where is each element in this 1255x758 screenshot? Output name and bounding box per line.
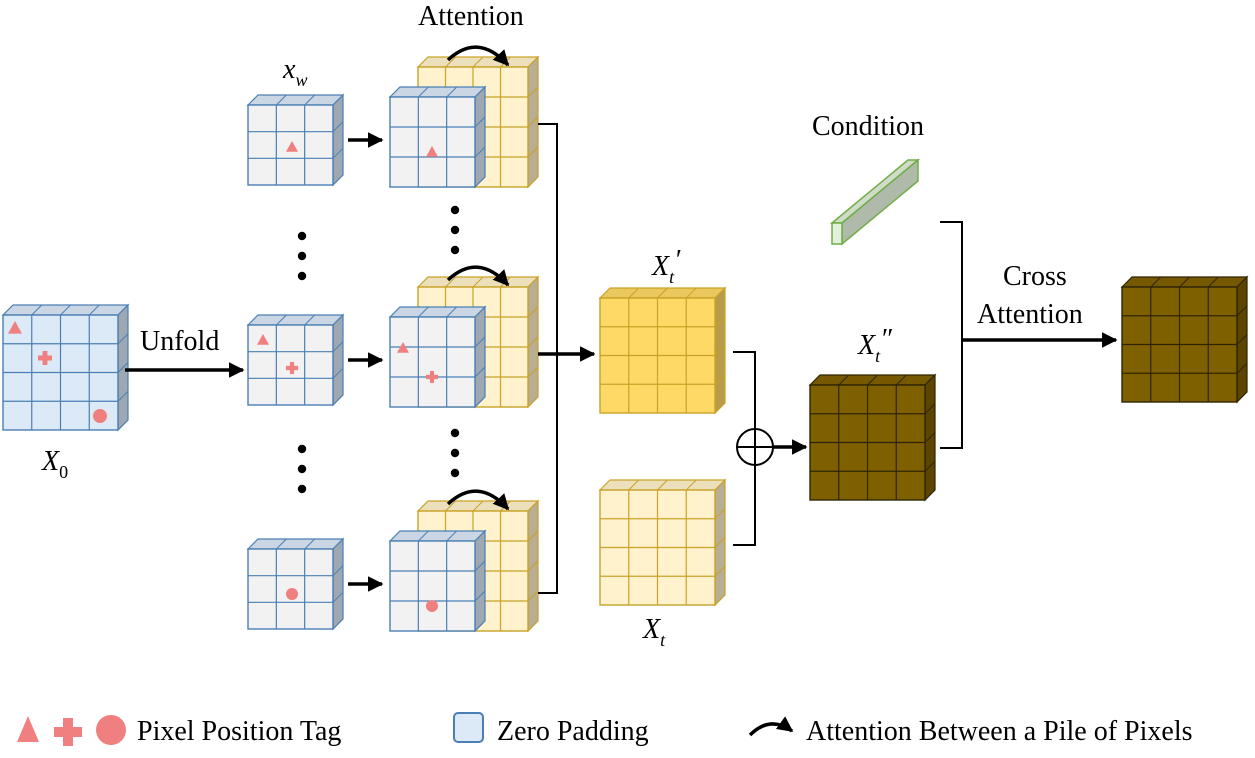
cross-tag-icon [54,718,82,746]
xt-prime-label: Xt′ [651,245,681,287]
pile-front-3-top [388,530,487,542]
merge-bracket [538,123,558,594]
xt-label: Xt [642,614,666,650]
pile-front-2-top [388,306,487,318]
diagram-shapes [1,45,1249,633]
cross-tag-icon [38,351,52,365]
triangle-tag-icon [8,321,22,334]
zero-padding-swatch-icon [453,712,484,743]
attention-arrow-1 [446,45,510,67]
legend-att-label: Attention Between a Pile of Pixels [806,716,1193,747]
legend-tag-label: Pixel Position Tag [137,716,341,747]
window-grid-3-top [246,538,345,550]
cross-bracket [940,221,963,449]
dots-left-2-dot [297,464,307,474]
dots-left-1-dot [297,271,307,281]
circle-tag-icon [286,588,298,600]
cross-attention-line2: Attention [977,299,1083,330]
window-grid-2-side [332,313,344,407]
dots-right-2-dot [450,468,460,478]
xt-double-prime-label: Xt″ [857,324,892,366]
legend: Pixel Position Tag Zero Padding Attentio… [17,712,1193,747]
dots-left-2-dot [297,484,307,494]
dots-left-1-dot [297,231,307,241]
dots-right-1-dot [450,205,460,215]
dots-left-2-dot [297,444,307,454]
window-grid-1-top [246,94,345,106]
pile-front-1 [389,96,476,188]
pile-front-3-side [474,529,486,633]
cross-tag-icon [426,371,438,383]
attention-arrow-2 [446,265,510,287]
pile-front-2-side [474,305,486,409]
triangle-tag-icon [17,716,39,742]
circle-tag-icon [96,715,126,745]
triangle-tag-icon [397,342,409,353]
triangle-tag-icon [286,141,298,152]
x0-label: X0 [41,446,68,482]
dots-right-1-dot [450,225,460,235]
cross-attention-line1: Cross [1003,261,1067,292]
xw-label: xw [282,54,307,90]
triangle-tag-icon [426,146,438,157]
legend-pad-label: Zero Padding [497,716,649,747]
condition-bar [831,222,843,245]
attention-arrow-3 [446,489,510,511]
circle-tag-icon [426,600,438,612]
pile-front-2 [389,316,476,408]
window-grid-3-side [332,537,344,631]
cross-tag-icon [286,362,298,374]
window-grid-2-top [246,314,345,326]
condition-side [841,158,919,246]
pile-front-1-side [474,85,486,189]
attention-label: Attention [418,1,524,32]
dots-left-1-dot [297,251,307,261]
dots-right-2-dot [450,428,460,438]
condition-label: Condition [812,111,924,142]
triangle-tag-icon [257,334,269,345]
dots-right-1-dot [450,245,460,255]
window-grid-1-side [332,93,344,187]
circle-tag-icon [93,409,107,423]
dots-right-2-dot [450,448,460,458]
unfold-label: Unfold [140,326,219,357]
pile-front-3 [389,540,476,632]
pile-front-1-top [388,86,487,98]
attention-arrow-icon [748,716,794,737]
